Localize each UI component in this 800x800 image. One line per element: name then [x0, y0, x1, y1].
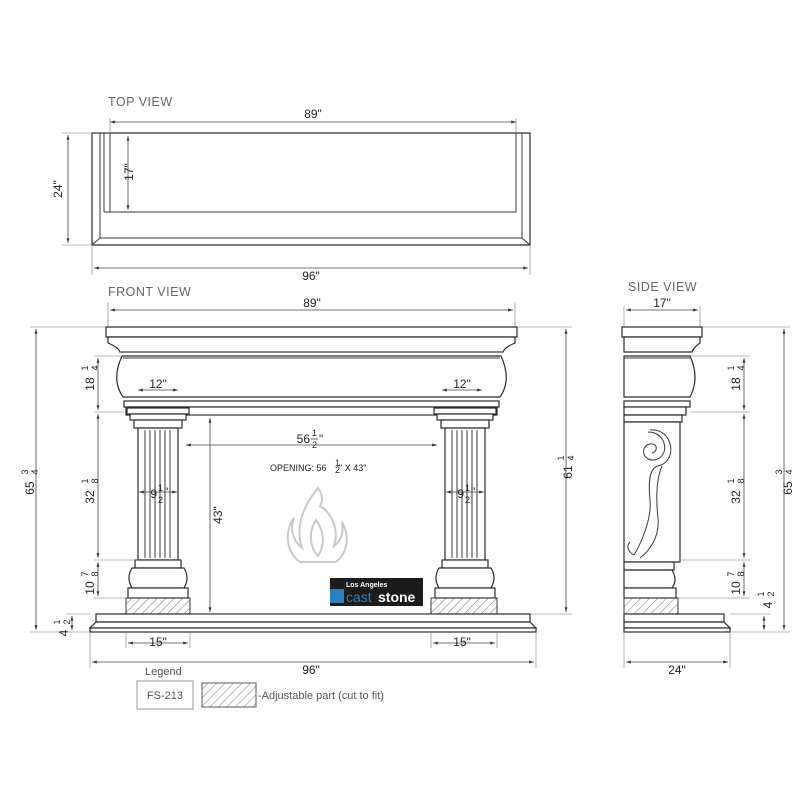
- left-frieze-label: 18: [83, 377, 97, 391]
- side-depth-base-label: 24": [668, 663, 686, 677]
- front-view: FRONT VIEW 89": [20, 285, 576, 677]
- svg-text:4: 4: [30, 469, 40, 474]
- col-left-width: 9: [150, 487, 157, 501]
- svg-text:1: 1: [52, 619, 62, 624]
- top-view-title: TOP VIEW: [108, 95, 173, 109]
- side-view: SIDE VIEW 17" 24": [621, 280, 795, 677]
- svg-text:1: 1: [312, 428, 317, 438]
- col-left-base-label: 15": [149, 635, 167, 649]
- legend-code: FS-213: [147, 690, 183, 702]
- front-view-title: FRONT VIEW: [108, 285, 191, 299]
- svg-text:4: 4: [566, 455, 576, 460]
- svg-text:7: 7: [726, 571, 736, 576]
- top-view: TOP VIEW 89" 17" 24" 96": [51, 95, 531, 283]
- top-inner-depth-label: 17": [122, 163, 136, 181]
- svg-text:1: 1: [80, 478, 90, 483]
- svg-text:2: 2: [158, 495, 163, 505]
- svg-text:": ": [164, 485, 168, 499]
- svg-text:8: 8: [90, 571, 100, 576]
- svg-text:1: 1: [726, 478, 736, 483]
- svg-text:8: 8: [736, 478, 746, 483]
- scroll-bracket: [627, 429, 672, 559]
- brand-logo: Los Angeles cast stone: [330, 578, 423, 606]
- left-total-height-label: 65: [23, 481, 37, 495]
- svg-text:2: 2: [465, 495, 470, 505]
- left-base-label: 10: [83, 581, 97, 595]
- svg-text:1: 1: [465, 483, 470, 493]
- left-column-height-label: 32: [83, 490, 97, 504]
- top-overall-label: 96": [302, 269, 320, 283]
- svg-text:2: 2: [62, 619, 72, 624]
- top-width-label: 89": [304, 107, 322, 121]
- svg-text:1: 1: [756, 591, 766, 596]
- svg-text:3: 3: [774, 469, 784, 474]
- left-hearth-label: 4: [57, 629, 71, 636]
- opening-width-whole: 56: [297, 432, 311, 446]
- svg-text:cast: cast: [346, 589, 372, 605]
- right-column: [430, 407, 498, 615]
- svg-text:1: 1: [80, 365, 90, 370]
- col-right-width: 9: [457, 487, 464, 501]
- svg-text:7: 7: [80, 571, 90, 576]
- svg-text:2: 2: [766, 591, 776, 596]
- side-depth-top-label: 17": [653, 296, 671, 310]
- svg-text:": ": [471, 485, 475, 499]
- top-depth-label: 24": [51, 180, 65, 198]
- legend-title: Legend: [145, 666, 182, 678]
- svg-text:3: 3: [20, 469, 30, 474]
- side-column-height-label: 32: [729, 490, 743, 504]
- svg-text:Los Angeles: Los Angeles: [346, 582, 387, 589]
- legend-swatch: [201, 682, 257, 708]
- flame-icon: [286, 486, 348, 563]
- legend: Legend FS-213 -Adjustable part (cut to f…: [136, 666, 384, 710]
- svg-text:1: 1: [335, 458, 340, 468]
- svg-text:2: 2: [335, 465, 340, 475]
- side-base-label: 10: [729, 581, 743, 595]
- svg-text:1: 1: [158, 483, 163, 493]
- legend-description: -Adjustable part (cut to fit): [258, 690, 384, 702]
- svg-text:stone: stone: [378, 589, 416, 605]
- svg-text:4: 4: [784, 469, 794, 474]
- side-total-height-label: 65: [781, 481, 795, 495]
- side-hearth-label: 4: [761, 601, 775, 608]
- svg-text:4: 4: [90, 365, 100, 370]
- svg-text:1: 1: [556, 455, 566, 460]
- col-right-base-label: 15": [453, 635, 471, 649]
- opening-label: OPENING: 56 1 2 " X 43": [270, 458, 366, 475]
- front-width-label: 89": [303, 296, 321, 310]
- inner-height-label: 61: [561, 465, 575, 479]
- left-column: [125, 407, 191, 615]
- col-left-top-label: 12": [149, 377, 167, 391]
- svg-text:OPENING: 56: OPENING: 56: [270, 463, 327, 473]
- side-frieze-label: 18: [729, 377, 743, 391]
- svg-text:4: 4: [736, 365, 746, 370]
- svg-text:2: 2: [312, 440, 317, 450]
- svg-text:8: 8: [90, 478, 100, 483]
- front-overall-label: 96": [302, 663, 320, 677]
- svg-text:" X 43": " X 43": [339, 463, 366, 473]
- svg-text:8: 8: [736, 571, 746, 576]
- col-right-top-label: 12": [453, 377, 471, 391]
- side-view-title: SIDE VIEW: [628, 280, 697, 294]
- svg-text:1: 1: [726, 365, 736, 370]
- opening-height-label: 43": [211, 506, 225, 524]
- svg-text:": ": [319, 432, 323, 446]
